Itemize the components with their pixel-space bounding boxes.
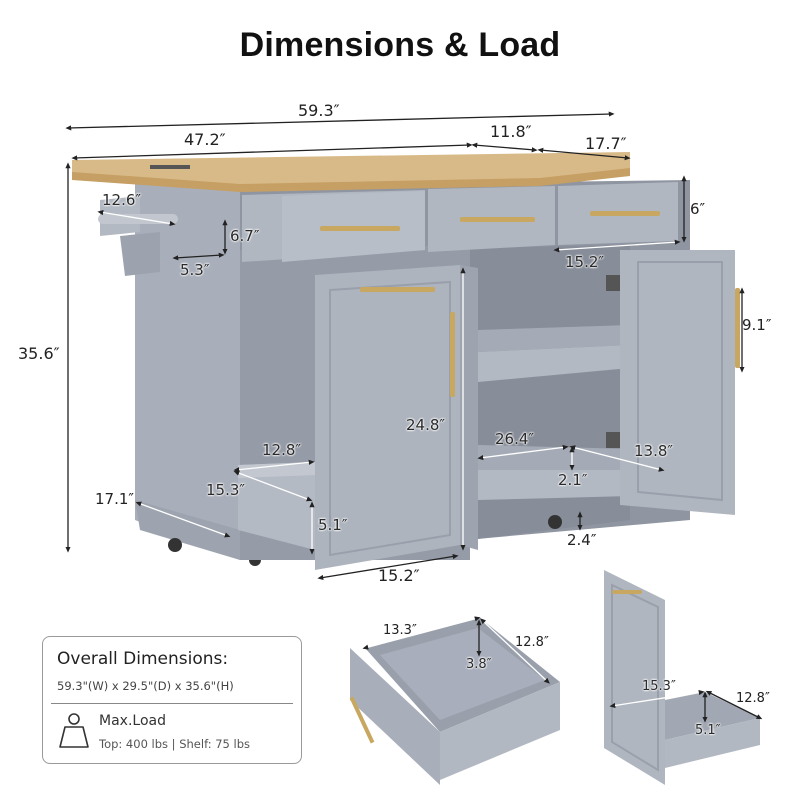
left-door-width-label: 15.2″	[378, 566, 420, 585]
top-main-width-label: 47.2″	[184, 130, 226, 149]
pullout-height-label: 5.1″	[695, 723, 721, 738]
drawer-depth-label: 12.8″	[515, 635, 549, 650]
shelf-width-label: 26.4″	[495, 430, 535, 448]
max-load-values: Top: 400 lbs | Shelf: 75 lbs	[99, 737, 251, 751]
overall-dimensions-value: 59.3"(W) x 29.5"(D) x 35.6"(H)	[57, 679, 234, 693]
pullout-width-label: 15.3″	[642, 679, 676, 694]
overall-width-label: 59.3″	[298, 101, 340, 120]
shelf-lip-label: 2.1″	[558, 471, 588, 489]
side-drawer-height-label: 6.7″	[230, 227, 260, 245]
ground-clearance-label: 2.4″	[567, 531, 597, 549]
door-handle-length-label: 9.1″	[742, 316, 772, 334]
drawer-width-label: 13.3″	[383, 623, 417, 638]
max-load-title: Max.Load	[99, 713, 166, 729]
shelf-depth-label: 13.8″	[634, 442, 674, 460]
top-drawer-width-label: 15.2″	[565, 253, 605, 271]
page-title: Dimensions & Load	[239, 26, 561, 64]
depth-label: 17.7″	[585, 134, 627, 153]
top-drawer-height-label: 6″	[690, 200, 706, 218]
left-door-height-label: 24.8″	[406, 416, 446, 434]
side-drawer-depth-label: 5.3″	[180, 261, 210, 279]
left-pullout-width-label: 12.8″	[262, 441, 302, 459]
top-extension-label: 11.8″	[490, 122, 532, 141]
side-base-depth-label: 17.1″	[95, 490, 135, 508]
towel-bar-width-label: 12.6″	[102, 191, 142, 209]
weight-icon	[59, 713, 89, 748]
height-label: 35.6″	[18, 344, 60, 363]
overall-dimensions-card: Overall Dimensions: 59.3"(W) x 29.5"(D) …	[42, 636, 302, 764]
divider	[51, 703, 293, 704]
left-pullout-depth-label: 15.3″	[206, 481, 246, 499]
left-pullout-height-label: 5.1″	[318, 516, 348, 534]
overall-dimensions-heading: Overall Dimensions:	[57, 649, 229, 669]
pullout-depth-label: 12.8″	[736, 691, 770, 706]
drawer-height-label: 3.8″	[466, 657, 492, 672]
